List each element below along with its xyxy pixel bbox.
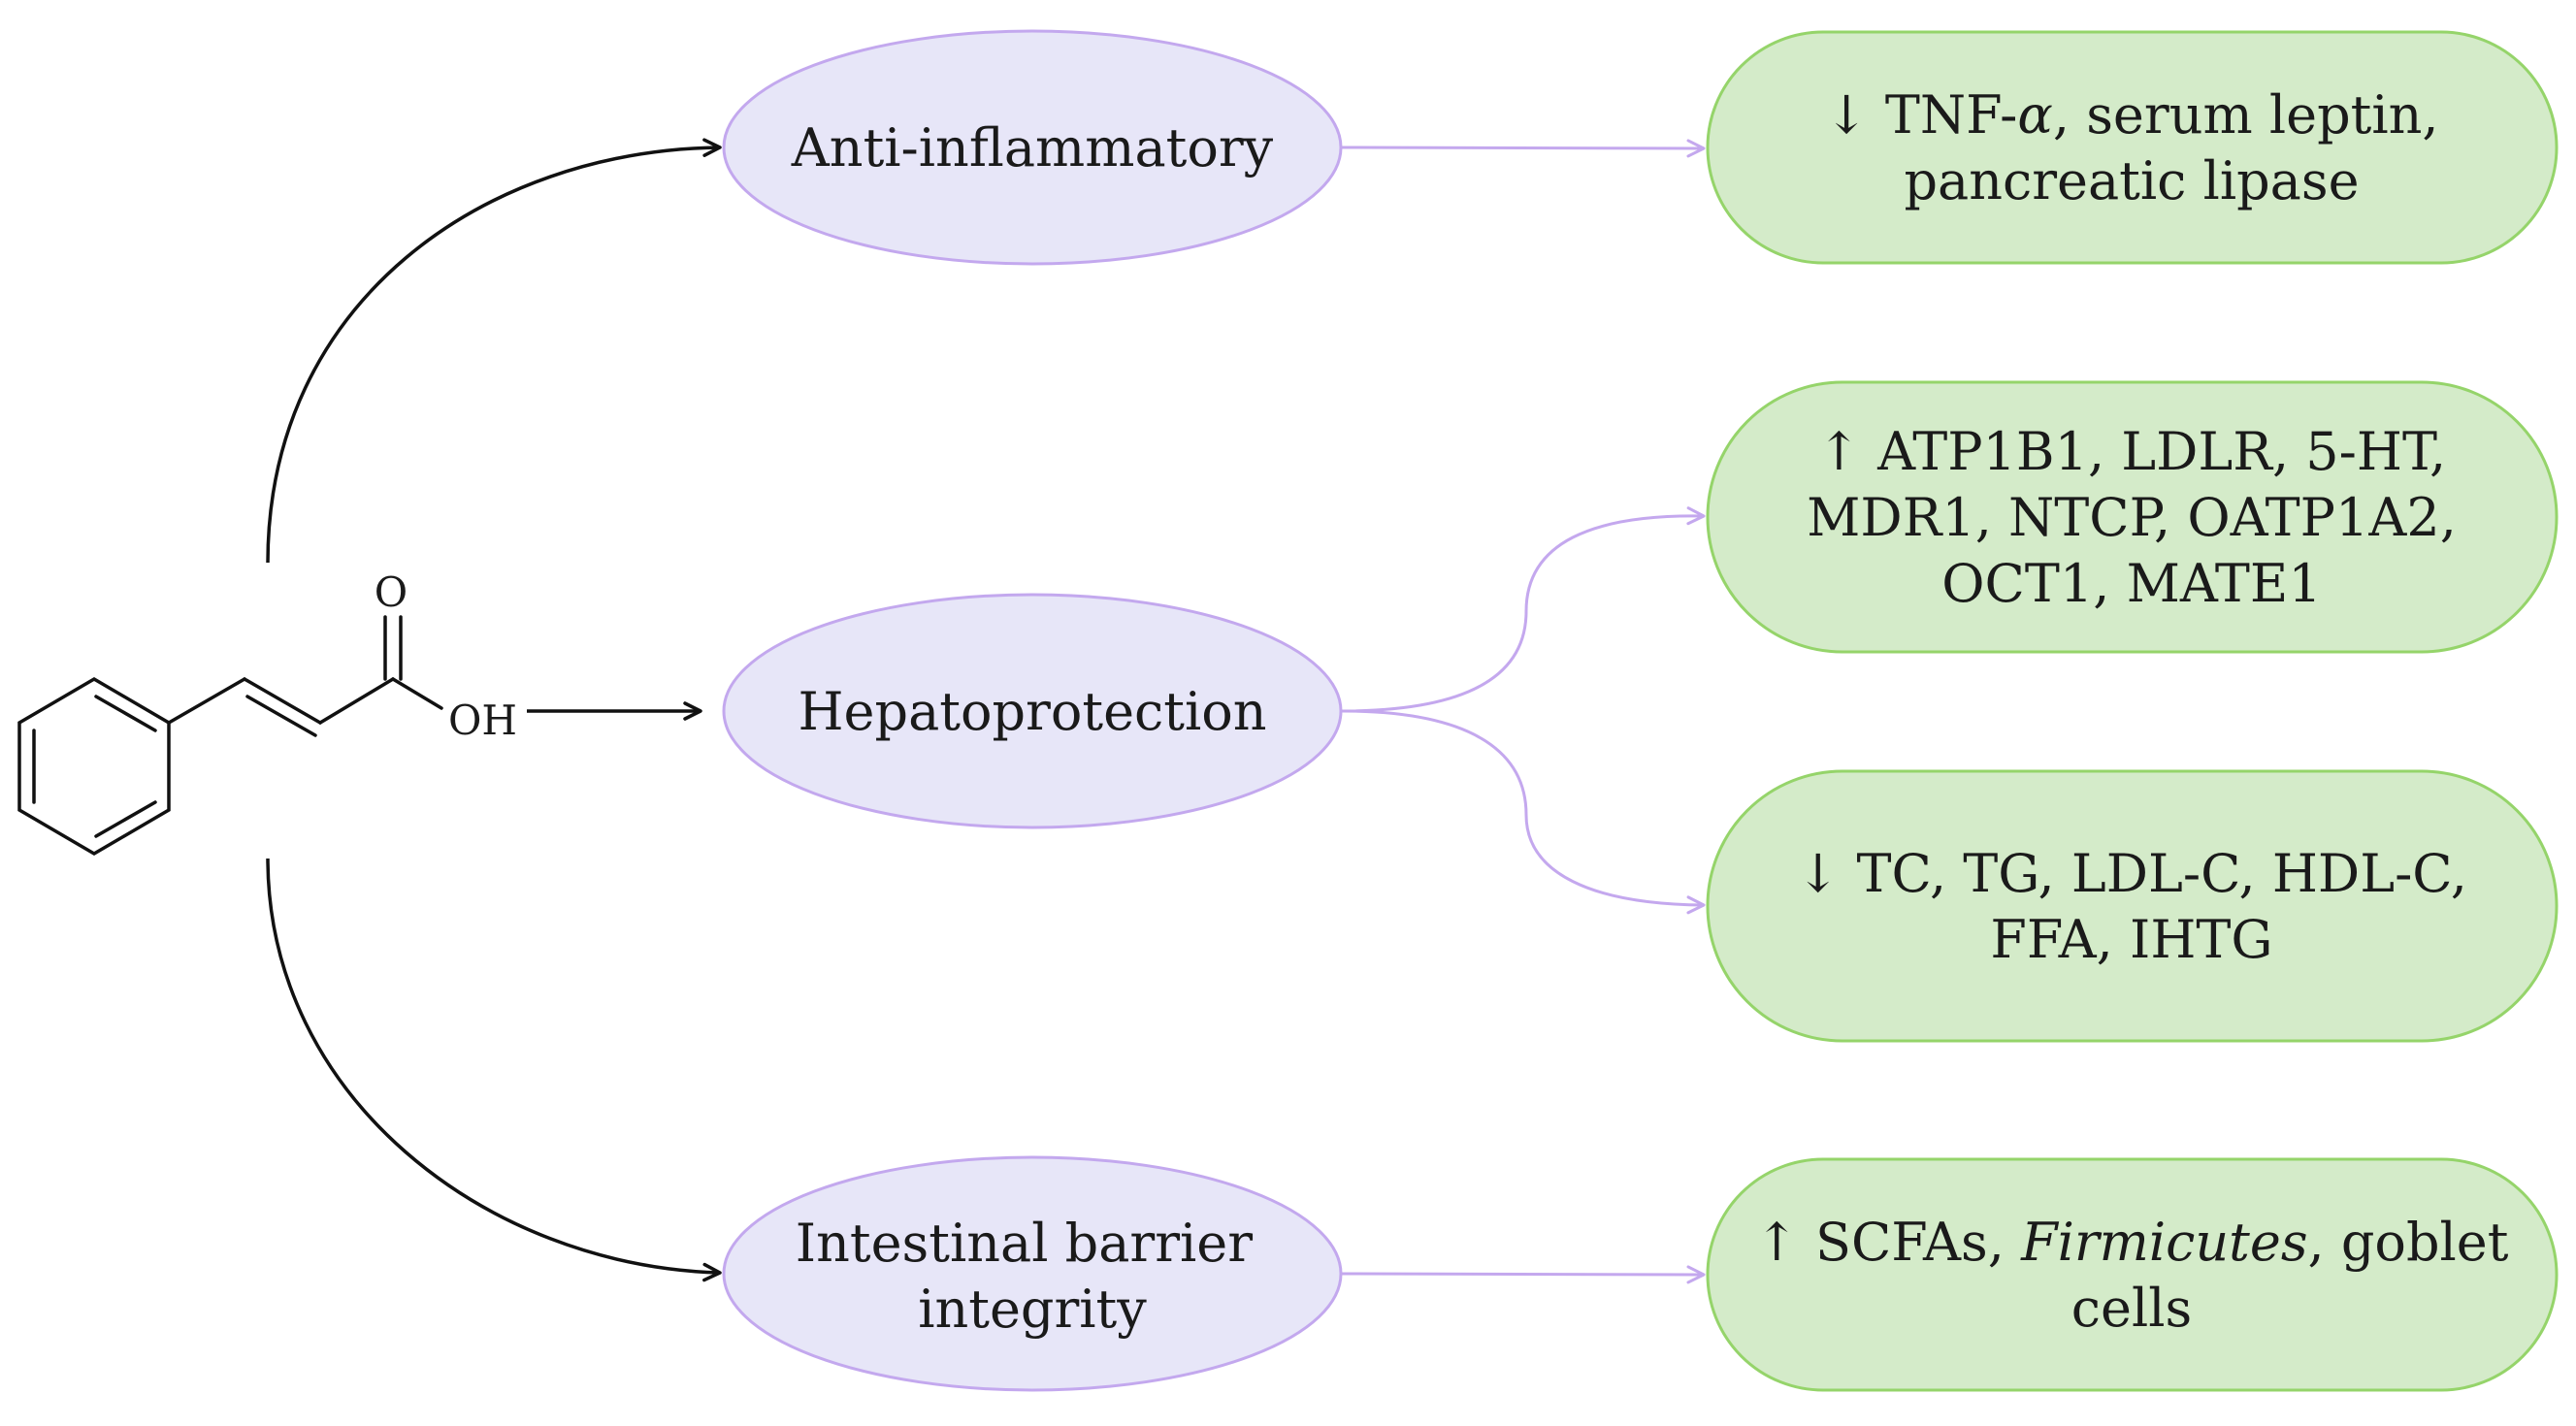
alkene-to-carboxyl-bond	[318, 677, 395, 725]
arrow-to-intestinal-barrier	[266, 858, 722, 1282]
outcome-text-run: ↓ TNF-	[1824, 84, 2017, 146]
outcome-hepatic-upregulated-text: ↑ ATP1B1, LDLR, 5-HT,MDR1, NTCP, OATP1A2…	[1807, 421, 2457, 614]
outcome-text-run: Firmicutes	[2020, 1212, 2307, 1273]
outcome-text-run: ↑ ATP1B1, LDLR, 5-HT,	[1817, 421, 2446, 482]
outcome-hepatic-lipids: ↓ TC, TG, LDL-C, HDL-C,FFA, IHTG	[1706, 769, 2559, 1043]
outcome-text-run: ↑ SCFAs,	[1755, 1212, 2022, 1273]
carbonyl-oxygen-label: O	[375, 568, 408, 616]
arrow-to-anti-inflammatory	[266, 138, 722, 564]
outcome-hepatic-lipids-text: ↓ TC, TG, LDL-C, HDL-C,FFA, IHTG	[1796, 843, 2467, 970]
outcome-text-run: pancreatic lipase	[1904, 150, 2359, 211]
outcome-anti-inflammatory: ↓ TNF-α, serum leptin,pancreatic lipase	[1706, 30, 2559, 265]
outcome-text-run: , serum leptin,	[2053, 84, 2439, 146]
effect-anti-inflammatory-label: Anti-inflammatory	[791, 117, 1274, 178]
outcome-text-run: OCT1, MATE1	[1941, 553, 2321, 614]
outcome-text-run: cells	[2071, 1278, 2192, 1339]
outcome-intestinal-text: ↑ SCFAs, Firmicutes, goblet cells	[1755, 1212, 2509, 1339]
effect-intestinal-barrier: Intestinal barrier integrity	[722, 1155, 1343, 1392]
outcome-text-run: ↓ TC, TG, LDL-C, HDL-C,	[1796, 843, 2467, 904]
arrow-hepatoprotection-to-upregulated	[1341, 506, 1706, 713]
outcome-text-run: FFA, IHTG	[1990, 909, 2272, 970]
arrow-hepatoprotection-to-lipids	[1341, 709, 1706, 915]
outcome-text-run: α	[2017, 84, 2052, 146]
benzene-inner-bond-1	[94, 695, 157, 732]
alkene-double-bond	[245, 695, 317, 737]
arrow-anti-inflammatory-to-outcome	[1341, 139, 1706, 158]
benzene-inner-bond-2	[94, 800, 157, 838]
cinnamic-acid-structure: O OH	[17, 568, 517, 857]
outcome-intestinal: ↑ SCFAs, Firmicutes, goblet cells	[1706, 1157, 2559, 1392]
benzene-ring	[17, 676, 171, 857]
effect-hepatoprotection: Hepatoprotection	[722, 593, 1343, 829]
outcome-text-run: , goblet	[2308, 1212, 2509, 1273]
hydroxyl-bond	[391, 677, 443, 710]
arrow-intestinal-barrier-to-outcome	[1341, 1265, 1706, 1284]
effect-anti-inflammatory: Anti-inflammatory	[722, 29, 1343, 266]
outcome-anti-inflammatory-text: ↓ TNF-α, serum leptin,pancreatic lipase	[1824, 84, 2438, 211]
alkene-bond	[243, 677, 322, 725]
effect-hepatoprotection-label: Hepatoprotection	[798, 681, 1266, 742]
outcome-text-run: MDR1, NTCP, OATP1A2,	[1807, 487, 2457, 548]
effect-intestinal-barrier-label: Intestinal barrier integrity	[796, 1213, 1269, 1340]
ring-to-alkene-bond	[167, 677, 246, 725]
hydroxyl-label: OH	[448, 697, 517, 744]
outcome-hepatic-upregulated: ↑ ATP1B1, LDLR, 5-HT,MDR1, NTCP, OATP1A2…	[1706, 380, 2559, 654]
